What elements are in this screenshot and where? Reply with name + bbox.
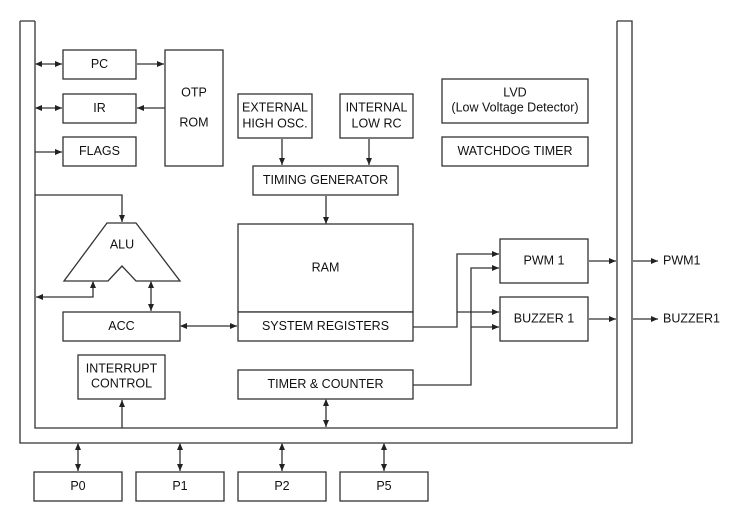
port-p0-block: P0 bbox=[33, 471, 123, 502]
interrupt-label-2: CONTROL bbox=[91, 376, 152, 390]
alu-block: ALU bbox=[62, 222, 182, 282]
port-p5-label: P5 bbox=[376, 479, 391, 493]
pc-label: PC bbox=[91, 57, 108, 71]
timer-counter-label: TIMER & COUNTER bbox=[268, 377, 384, 391]
ram-block: RAM bbox=[237, 223, 414, 313]
interrupt-control-block: INTERRUPT CONTROL bbox=[77, 354, 166, 400]
acc-label: ACC bbox=[108, 319, 134, 333]
buzzer-output-label: BUZZER1 bbox=[663, 311, 720, 325]
ext-osc-label-1: EXTERNAL bbox=[242, 100, 308, 114]
port-p1-block: P1 bbox=[135, 471, 225, 502]
acc-block: ACC bbox=[62, 311, 181, 342]
port-p5-block: P5 bbox=[339, 471, 429, 502]
timer-counter-block: TIMER & COUNTER bbox=[237, 369, 414, 400]
lvd-block: LVD (Low Voltage Detector) bbox=[441, 78, 589, 124]
flags-block: FLAGS bbox=[62, 136, 137, 167]
pwm-label: PWM 1 bbox=[524, 253, 565, 267]
timing-generator-label: TIMING GENERATOR bbox=[263, 173, 388, 187]
int-rc-label-1: INTERNAL bbox=[346, 100, 408, 114]
port-p2-label: P2 bbox=[274, 479, 289, 493]
port-p1-label: P1 bbox=[172, 479, 187, 493]
system-registers-label: SYSTEM REGISTERS bbox=[262, 319, 389, 333]
alu-label: ALU bbox=[110, 237, 134, 251]
buzzer-label: BUZZER 1 bbox=[514, 311, 574, 325]
internal-bus bbox=[19, 20, 633, 444]
port-p2-block: P2 bbox=[237, 471, 327, 502]
otp-rom-block: OTP ROM bbox=[164, 49, 224, 167]
bus-alu-arrow bbox=[35, 194, 125, 222]
internal-rc-block: INTERNAL LOW RC bbox=[339, 93, 414, 139]
buzzer-block: BUZZER 1 bbox=[499, 296, 589, 342]
watchdog-label: WATCHDOG TIMER bbox=[457, 144, 572, 158]
system-registers-block: SYSTEM REGISTERS bbox=[237, 311, 414, 342]
pwm-output-label: PWM1 bbox=[663, 253, 701, 267]
ext-osc-label-2: HIGH OSC. bbox=[242, 116, 307, 130]
rom-label: ROM bbox=[179, 115, 208, 129]
ram-label: RAM bbox=[312, 260, 340, 274]
external-osc-block: EXTERNAL HIGH OSC. bbox=[237, 93, 313, 139]
lvd-label-1: LVD bbox=[503, 85, 526, 99]
timing-generator-block: TIMING GENERATOR bbox=[252, 165, 399, 196]
watchdog-block: WATCHDOG TIMER bbox=[441, 136, 589, 167]
pwm-block: PWM 1 bbox=[499, 238, 589, 284]
ir-block: IR bbox=[62, 93, 137, 124]
int-rc-label-2: LOW RC bbox=[352, 116, 402, 130]
otp-label: OTP bbox=[181, 85, 207, 99]
flags-label: FLAGS bbox=[79, 144, 120, 158]
alu-bus-arrow bbox=[36, 281, 96, 300]
sysreg-pwm-arrow bbox=[413, 251, 499, 328]
pc-block: PC bbox=[62, 49, 137, 80]
ir-label: IR bbox=[93, 101, 106, 115]
interrupt-label-1: INTERRUPT bbox=[86, 361, 158, 375]
lvd-label-2: (Low Voltage Detector) bbox=[451, 100, 578, 114]
port-p0-label: P0 bbox=[70, 479, 85, 493]
